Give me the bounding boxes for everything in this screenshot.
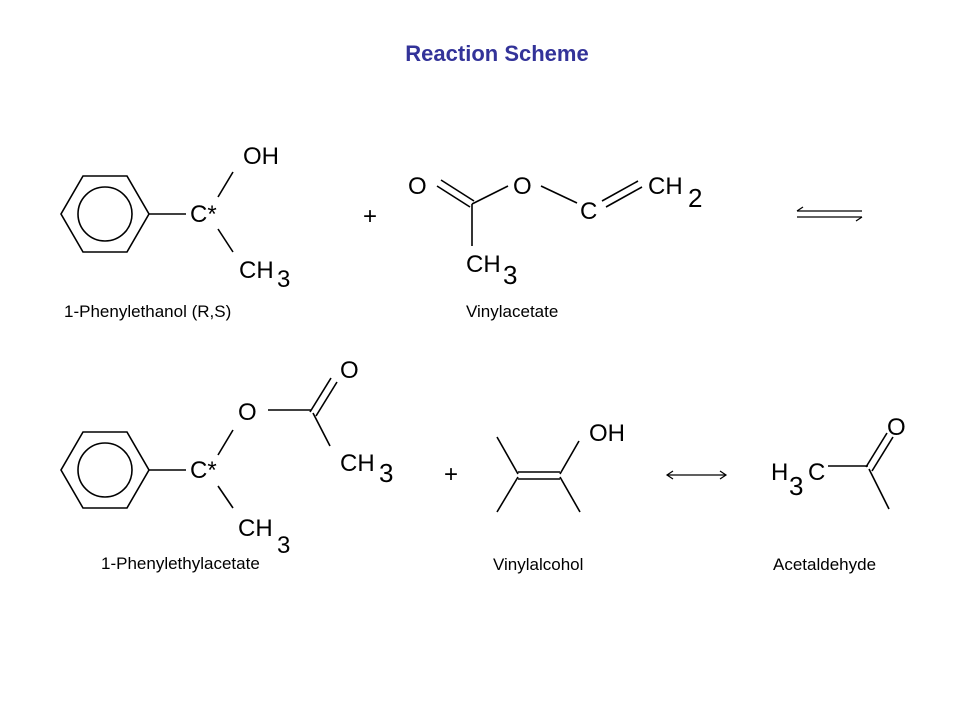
methyl-label: CH <box>239 257 274 284</box>
carbonyl-double-bond-a <box>436 185 471 208</box>
vinylacetate-structure: O O C CH 2 CH 3 Vinylacetate <box>408 173 702 321</box>
vinylacetate-caption: Vinylacetate <box>466 302 558 321</box>
carbonyl-to-hydrogen-bond <box>868 468 890 510</box>
acetaldehyde-caption: Acetaldehyde <box>773 555 876 574</box>
right-upper-bond-to-oh <box>559 440 580 475</box>
acetyl-methyl-label: CH <box>466 251 501 278</box>
vinyl-carbon-label: C <box>580 198 597 225</box>
benzene-ring-hexagon <box>60 175 150 253</box>
double-headed-arrow-icon <box>665 470 728 480</box>
benzene-ring-hexagon <box>60 431 150 509</box>
benzene-ring-aromatic-circle <box>77 442 133 498</box>
terminal-methylene-subscript: 2 <box>688 183 702 213</box>
carbonyl-double-bond-a <box>865 432 888 468</box>
benzene-ring-aromatic-circle <box>77 186 133 242</box>
product-plus-sign: + <box>444 461 458 488</box>
carbonyl-to-acyl-methyl-bond <box>312 412 331 447</box>
carbonyl-double-bond-b <box>440 179 475 202</box>
vinyl-double-bond-a <box>601 180 639 202</box>
chiral-carbon-label: C* <box>190 201 217 228</box>
chiral-carbon-to-oh-bond <box>217 171 234 198</box>
phenylethanol-structure: C* OH CH 3 1-Phenylethanol (R,S) <box>60 143 290 321</box>
left-upper-bond <box>496 436 519 475</box>
vinylalcohol-caption: Vinylalcohol <box>493 555 583 574</box>
vinylalcohol-structure: OH Vinylalcohol <box>493 420 625 574</box>
reactant-plus-sign: + <box>363 203 377 230</box>
acyl-methyl-label: CH <box>340 450 375 477</box>
phenylethanol-caption: 1-Phenylethanol (R,S) <box>64 302 231 321</box>
scheme-title: Reaction Scheme <box>405 41 588 66</box>
acetaldehyde-structure: H 3 C O Acetaldehyde <box>771 414 906 574</box>
acetyl-methyl-subscript: 3 <box>503 260 517 290</box>
hydroxyl-label: OH <box>589 420 625 447</box>
chiral-carbon-to-ester-oxygen-bond <box>217 429 234 456</box>
ester-oxygen-label: O <box>238 399 257 426</box>
chiral-carbon-to-methyl-bond <box>217 228 234 253</box>
acyl-methyl-subscript: 3 <box>379 458 393 488</box>
carbonyl-to-ester-oxygen-bond <box>471 185 509 205</box>
carbonyl-oxygen-label: O <box>340 357 359 384</box>
vinyl-double-bond-b <box>605 186 643 208</box>
right-lower-bond <box>559 476 581 513</box>
chiral-carbon-to-methyl-bond <box>217 485 234 509</box>
ester-oxygen-label: O <box>513 173 532 200</box>
hydroxyl-label: OH <box>243 143 279 170</box>
methyl-label: CH <box>238 515 273 542</box>
equilibrium-arrows-icon <box>796 206 863 222</box>
terminal-methylene-label: CH <box>648 173 683 200</box>
hydrogen-label: H <box>771 459 788 486</box>
carbonyl-double-bond-b <box>871 436 894 472</box>
carbonyl-oxygen-label: O <box>887 414 906 441</box>
chiral-carbon-label: C* <box>190 457 217 484</box>
hydrogen-subscript: 3 <box>789 471 803 501</box>
phenylethylacetate-structure: C* O O CH 3 CH 3 1-Phenylethylacetate <box>60 357 393 573</box>
methyl-carbon-label: C <box>808 459 825 486</box>
ester-oxygen-to-vinyl-bond <box>540 185 578 204</box>
carbonyl-double-bond-a <box>309 377 332 413</box>
methyl-subscript: 3 <box>277 532 290 559</box>
methyl-subscript: 3 <box>277 266 290 293</box>
left-lower-bond <box>496 476 519 513</box>
phenylethylacetate-caption: 1-Phenylethylacetate <box>101 554 260 573</box>
carbonyl-double-bond-b <box>315 381 338 417</box>
carbonyl-oxygen-label: O <box>408 173 427 200</box>
